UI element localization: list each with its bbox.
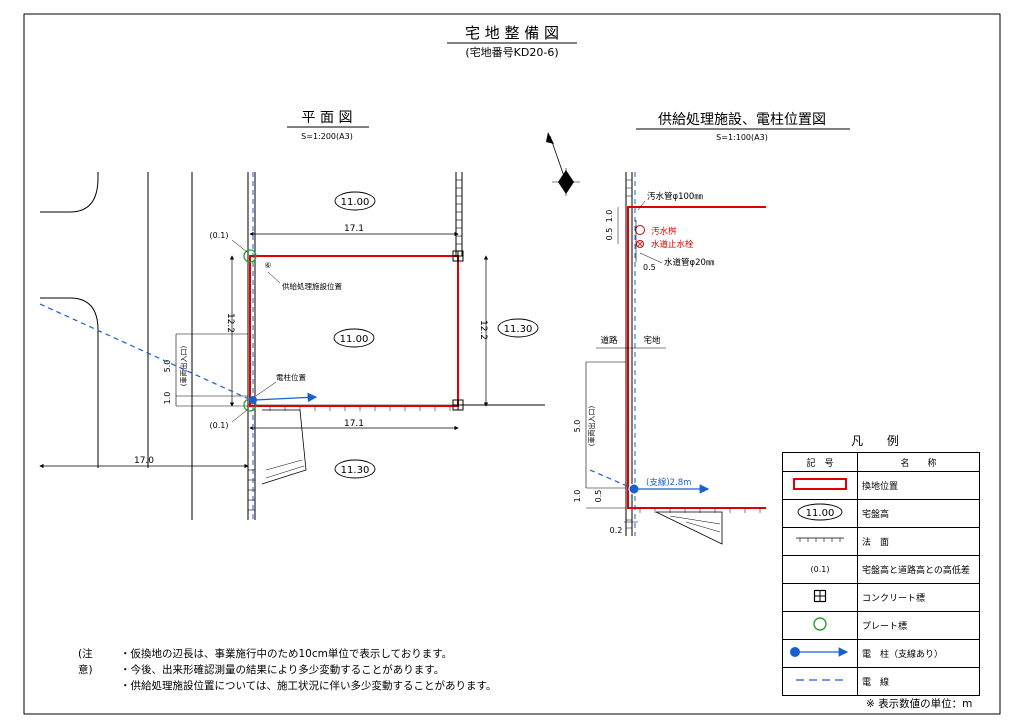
legend-name: 宅盤高 bbox=[857, 499, 980, 528]
detail-scale: S=1:100(A3) bbox=[716, 133, 768, 142]
detail-pole-icon bbox=[628, 483, 640, 495]
detail-entrance-width: 5.0 bbox=[573, 420, 582, 433]
north-arrow-icon bbox=[546, 132, 580, 196]
note-line: ・今後、出来形確認測量の結果により多少変動することがあります。 bbox=[120, 664, 445, 676]
plan-level-center: 11.00 bbox=[340, 334, 369, 345]
plan-entrance-width: 5.0 bbox=[163, 360, 172, 373]
legend-col-name: 名 称 bbox=[857, 452, 980, 472]
plan-diff-bottom: (0.1) bbox=[210, 421, 229, 430]
sewer-basin-icon bbox=[635, 225, 645, 235]
plan-left-height: 12.2 bbox=[225, 313, 235, 333]
level-ellipse bbox=[334, 459, 376, 479]
plan-top-width: 17.1 bbox=[344, 224, 364, 234]
legend-symbol-slope bbox=[782, 527, 858, 556]
plan-level-right: 11.30 bbox=[504, 324, 533, 335]
detail-power-line-diag bbox=[589, 469, 635, 490]
plan-roads bbox=[40, 172, 545, 520]
detail-heading: 供給処理施設、電柱位置図 bbox=[658, 112, 826, 128]
detail-embankment bbox=[655, 511, 723, 545]
legend-col-symbol: 記 号 bbox=[782, 452, 858, 472]
legend-title: 凡 例 bbox=[851, 434, 909, 448]
detail-dim-10: 1.0 bbox=[605, 210, 614, 223]
plan-boundary-hatch bbox=[248, 179, 462, 511]
note-line: ・供給処理施設位置については、施工状況に伴い多少変動することがあります。 bbox=[120, 680, 497, 692]
legend-symbol-lot bbox=[782, 471, 858, 500]
plan-heading: 平 面 図 bbox=[302, 110, 353, 126]
plan-slope-hatch bbox=[269, 406, 451, 411]
legend-name: 換地位置 bbox=[857, 471, 980, 500]
detail-sewer-basin: 汚水桝 bbox=[651, 226, 677, 237]
detail-guy-label: (支線)2.8m bbox=[646, 477, 691, 488]
pole-label: 電柱位置 bbox=[276, 372, 306, 382]
plan-level-top: 11.00 bbox=[341, 197, 370, 208]
plan-bottom-width: 17.1 bbox=[344, 419, 364, 429]
legend-name: 法 面 bbox=[857, 527, 980, 556]
plan-entrance-label: (車両出入口) bbox=[179, 346, 188, 387]
legend-name: 電 線 bbox=[857, 667, 980, 696]
detail-dim-05: 0.5 bbox=[605, 228, 614, 241]
detail-bottom-05: 0.5 bbox=[594, 490, 603, 503]
notes-label: (注意) bbox=[78, 648, 93, 676]
pole-guy-icon bbox=[782, 639, 858, 668]
plan-scale: S=1:200(A3) bbox=[301, 132, 353, 141]
legend-name: プレート標 bbox=[857, 611, 980, 640]
detail-road-edges bbox=[625, 172, 633, 536]
legend-name: 宅盤高と道路高との高低差 bbox=[857, 555, 980, 584]
unit-note: ※ 表示数値の単位：m bbox=[866, 698, 973, 710]
level-ellipse bbox=[334, 191, 376, 211]
plan-embankment bbox=[261, 409, 307, 485]
detail-lot-label: 宅地 bbox=[643, 335, 661, 346]
plan-road-width: 17.0 bbox=[134, 456, 154, 466]
detail-entrance-label: (車両出入口) bbox=[587, 406, 596, 447]
concrete-marker-icon bbox=[452, 250, 464, 262]
detail-sewer-pipe: 汚水管φ100㎜ bbox=[647, 191, 703, 202]
legend-table: 記 号 名 称 換地位置 11.00 宅盤高 法 面 (0.1) 宅盤高と道路高… bbox=[782, 452, 980, 696]
plan-power-line bbox=[39, 303, 252, 401]
supply-marker: ⑥ bbox=[264, 261, 271, 270]
supply-label: 供給処理施設位置 bbox=[282, 281, 342, 291]
plan-level-bottom: 11.30 bbox=[341, 465, 370, 476]
legend-symbol-level: 11.00 bbox=[782, 499, 858, 528]
water-stop-icon bbox=[636, 240, 644, 248]
concrete-marker-icon bbox=[452, 399, 464, 411]
plan-offset-1: 1.0 bbox=[163, 392, 172, 405]
detail-road-label: 道路 bbox=[600, 335, 618, 346]
plan-diff-top: (0.1) bbox=[210, 231, 229, 240]
legend-name: コンクリート標 bbox=[857, 583, 980, 612]
concrete-marker-icon bbox=[782, 583, 858, 612]
plan-lot-outline bbox=[249, 255, 459, 407]
plate-marker-icon bbox=[782, 611, 858, 640]
legend-name: 電 柱（支線あり） bbox=[857, 639, 980, 668]
detail-water-pipe: 水道管φ20㎜ bbox=[664, 257, 715, 268]
detail-water-stop: 水道止水栓 bbox=[651, 239, 694, 250]
guy-wire-arrow bbox=[254, 392, 318, 403]
drawing-title: 宅 地 整 備 図 bbox=[465, 24, 559, 42]
level-ellipse bbox=[497, 318, 539, 338]
level-ellipse bbox=[333, 328, 375, 348]
plan-right-height: 12.2 bbox=[478, 320, 488, 340]
power-line-icon bbox=[782, 667, 858, 696]
detail-lot-outline bbox=[627, 206, 766, 509]
sheet-border bbox=[23, 13, 1001, 715]
note-line: ・仮換地の辺長は、事業施行中のため10cm単位で表示しております。 bbox=[120, 648, 453, 660]
detail-dim-05b: 0.5 bbox=[643, 263, 656, 272]
drawing-subtitle: (宅地番号KD20-6) bbox=[465, 45, 558, 59]
pole-icon bbox=[249, 396, 257, 404]
detail-bottom-10: 1.0 bbox=[573, 490, 582, 503]
detail-dim-02: 0.2 bbox=[610, 526, 623, 535]
plate-marker-icon bbox=[243, 249, 257, 263]
legend-level-value: 11.00 bbox=[806, 508, 835, 519]
legend-symbol-diff: (0.1) bbox=[782, 555, 858, 584]
